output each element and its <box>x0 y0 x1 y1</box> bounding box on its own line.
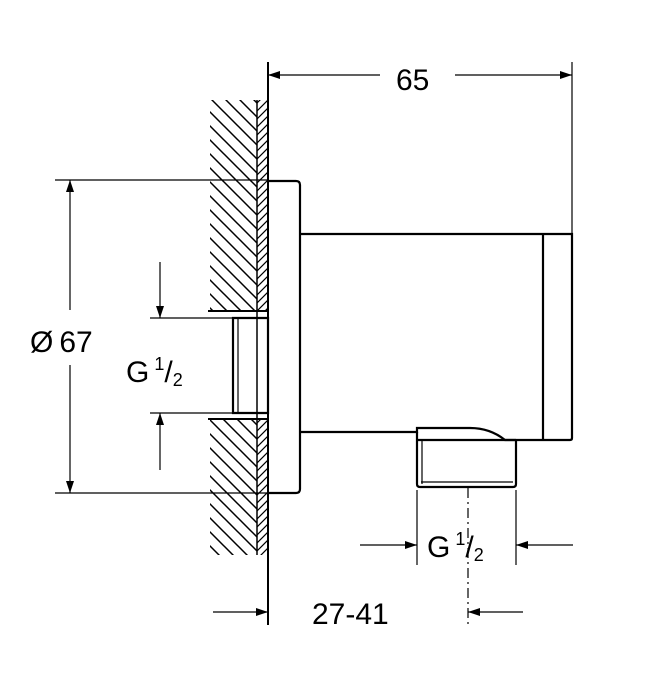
wall-outlet-elbow <box>231 179 574 495</box>
wall-hatch-lower <box>210 420 257 555</box>
tile-hatch-lower <box>257 420 268 555</box>
dimension-lines <box>55 62 573 625</box>
wall-section <box>208 62 269 625</box>
inlet-thread <box>231 316 270 415</box>
depth-dimension-label: 65 <box>396 64 429 97</box>
wall-offset-range-label: 27-41 <box>312 598 389 631</box>
wall-hatch-upper <box>210 100 257 310</box>
outlet-thread <box>415 432 518 489</box>
flange <box>268 179 302 495</box>
tile-hatch-upper <box>257 100 268 310</box>
body <box>300 232 574 442</box>
